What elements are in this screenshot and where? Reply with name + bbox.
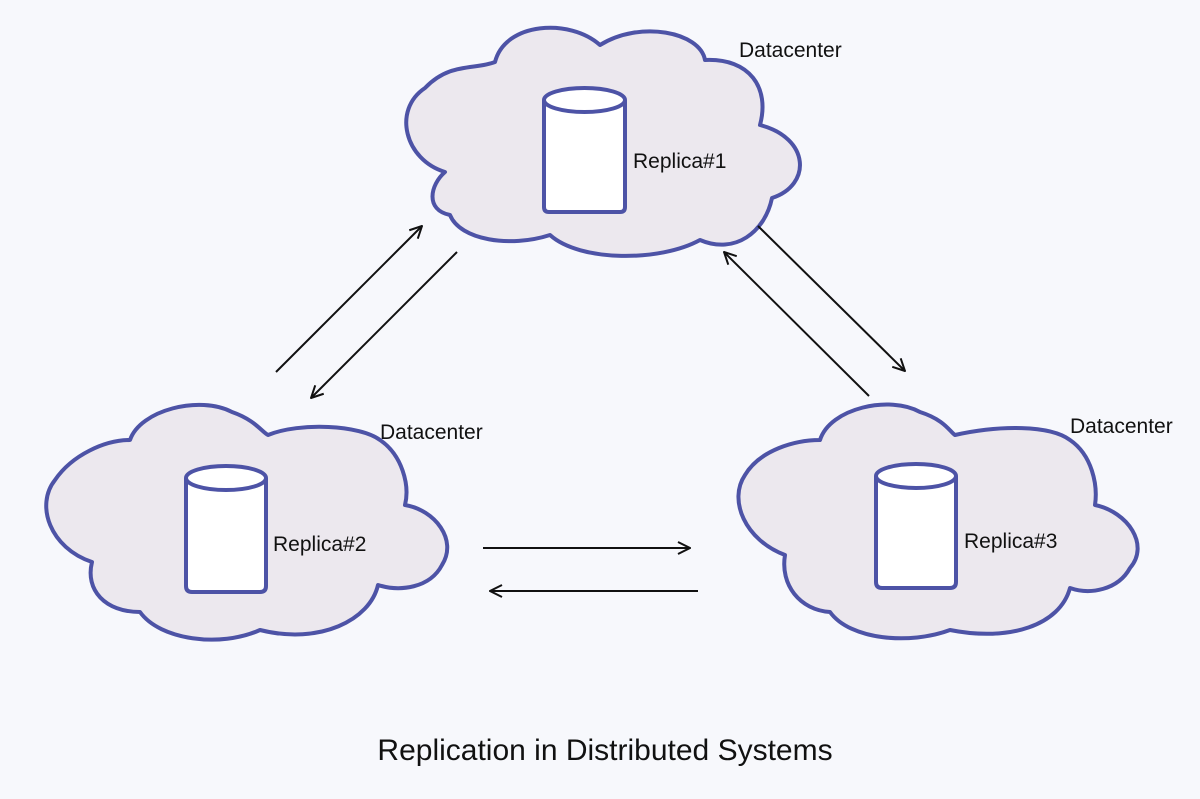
arrow-replica2-to-replica1 [275,226,422,373]
datacenter-label-2: Datacenter [380,421,483,444]
diagram-title: Replication in Distributed Systems [377,734,832,767]
datacenter-node-1: Datacenter Replica#1 [404,25,842,258]
replica-label-2: Replica#2 [273,533,366,556]
database-cylinder-1 [542,86,627,214]
database-cylinder-2 [184,464,268,594]
arrow-replica1-to-replica3 [757,225,905,371]
datacenter-label-1: Datacenter [739,39,842,62]
datacenter-node-2: Datacenter Replica#2 [44,402,483,642]
replica-label-3: Replica#3 [964,530,1057,553]
replica-label-1: Replica#1 [633,150,726,173]
datacenter-node-3: Datacenter Replica#3 [736,402,1173,641]
datacenter-label-3: Datacenter [1070,415,1173,438]
database-cylinder-3 [874,462,958,590]
arrow-replica3-to-replica1 [724,252,870,397]
arrow-replica1-to-replica2 [311,251,458,398]
